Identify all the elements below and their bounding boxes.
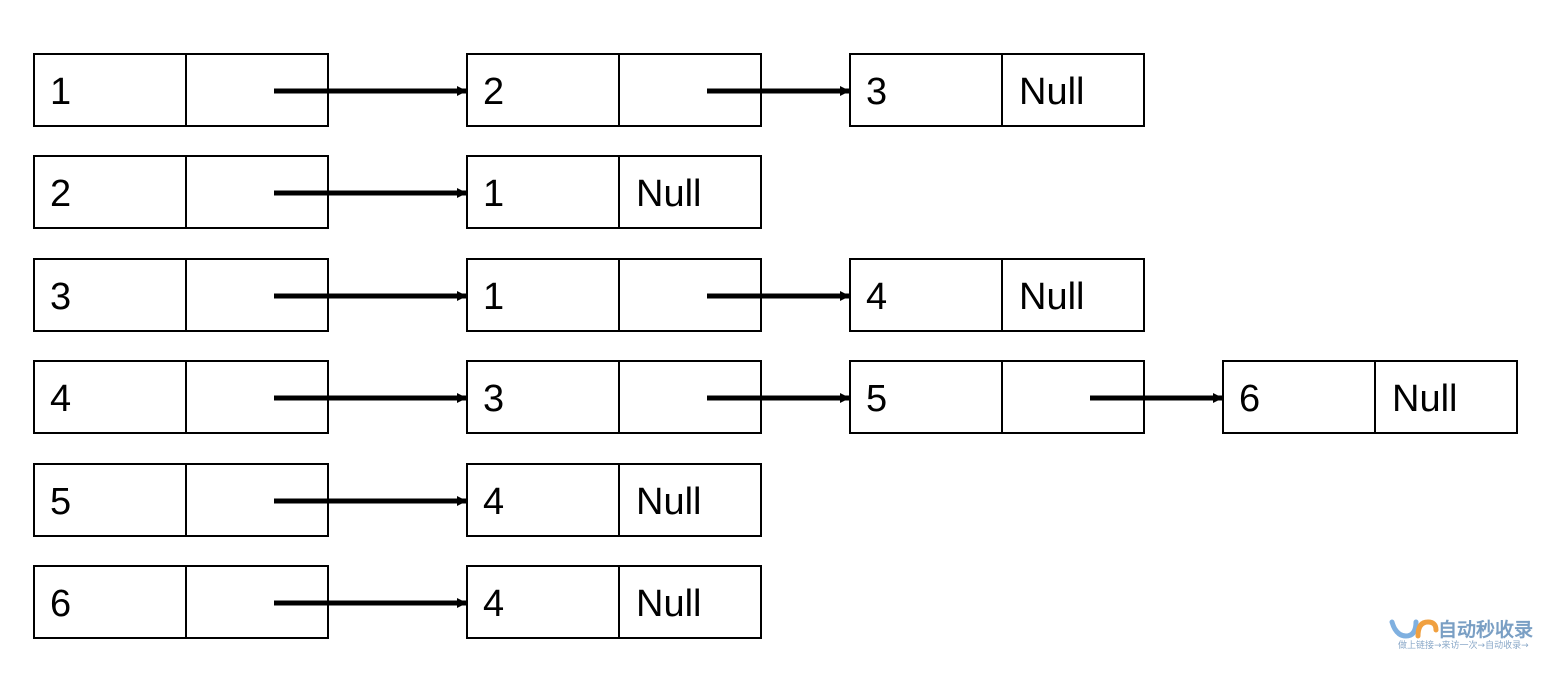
adjacency-row: 3 1 4 Null [33,258,1145,332]
node-value: 4 [866,276,887,318]
adjacency-row: 1 2 3 Null [33,53,1145,127]
node-value: 5 [866,378,887,420]
node-value: 2 [50,173,71,215]
watermark-subtext: 做上链接→来访一次→自动收录→ [1398,639,1529,651]
adjacency-row: 4 3 5 6 Null [33,360,1518,434]
node-value: 3 [866,71,887,113]
node-box [849,53,1145,127]
node-box [466,463,762,537]
watermark-logo [1389,619,1439,639]
null-pointer: Null [1019,276,1084,318]
node-value: 3 [50,276,71,318]
watermark: 自动秒收录 做上链接→来访一次→自动收录→ [1389,618,1533,651]
adjacent-node: 6 Null [1222,360,1518,434]
adjacency-row: 5 4 Null [33,463,762,537]
null-pointer: Null [636,481,701,523]
node-box [849,258,1145,332]
node-value: 1 [483,173,504,215]
adjacent-node: 4 Null [849,258,1145,332]
null-pointer: Null [636,173,701,215]
node-value: 4 [483,583,504,625]
adjacent-node: 2 [466,53,762,127]
node-value: 4 [483,481,504,523]
null-pointer: Null [1392,378,1457,420]
adjacency-row: 2 1 Null [33,155,762,229]
node-value: 1 [483,276,504,318]
null-pointer: Null [1019,71,1084,113]
adjacent-node: 4 Null [466,463,762,537]
vertex-head-node: 5 [33,463,329,537]
watermark-text: 自动秒收录 [1438,618,1533,641]
node-value: 6 [1239,378,1260,420]
node-value: 4 [50,378,71,420]
node-value: 5 [50,481,71,523]
node-value: 3 [483,378,504,420]
adjacent-node: 3 Null [849,53,1145,127]
adjacent-node: 4 Null [466,565,762,639]
null-pointer: Null [636,583,701,625]
adjacency-row: 6 4 Null [33,565,762,639]
node-value: 1 [50,71,71,113]
node-box [1222,360,1518,434]
node-box [466,565,762,639]
node-value: 2 [483,71,504,113]
node-box [466,155,762,229]
node-value: 6 [50,583,71,625]
adjacent-node: 1 Null [466,155,762,229]
